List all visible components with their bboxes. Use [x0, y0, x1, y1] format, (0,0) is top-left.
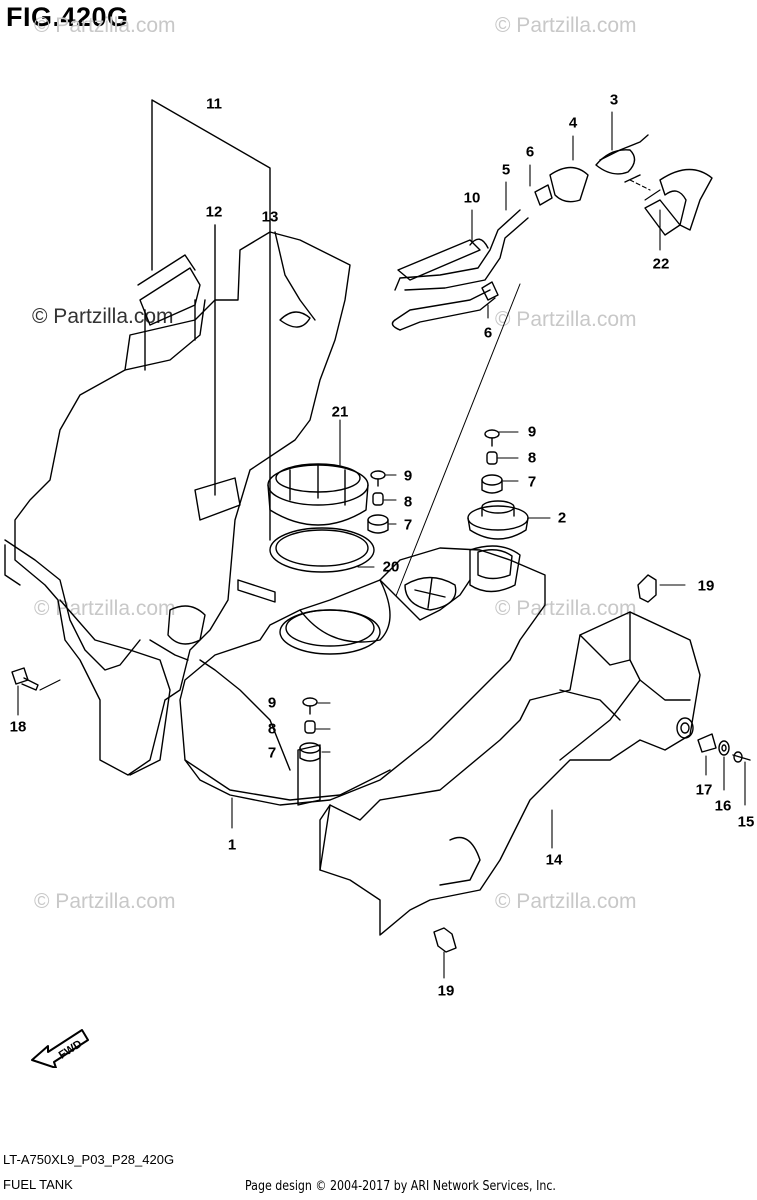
callout-8-lower: 8 — [267, 720, 277, 738]
callout-6-upper: 6 — [525, 143, 535, 161]
forward-arrow-icon: FWD — [31, 1029, 89, 1068]
gasket-ring — [269, 527, 375, 573]
watermark: © Partzilla.com — [495, 14, 637, 37]
callout-1: 1 — [227, 836, 237, 854]
page-credit: Page design © 2004-2017 by ARI Network S… — [245, 1179, 556, 1194]
grommet-stack-middle — [367, 470, 389, 534]
callout-15: 15 — [737, 813, 755, 831]
callout-17: 17 — [695, 781, 713, 799]
callout-7-right: 7 — [527, 473, 537, 491]
section-name: FUEL TANK — [3, 1177, 73, 1192]
callout-7-middle: 7 — [403, 516, 413, 534]
lock-ring — [267, 463, 369, 526]
callout-14: 14 — [545, 851, 563, 869]
watermark: © Partzilla.com — [495, 890, 637, 913]
watermark: © Partzilla.com — [34, 14, 176, 37]
callout-3: 3 — [609, 91, 619, 109]
callout-4: 4 — [568, 114, 578, 132]
callout-10: 10 — [463, 189, 481, 207]
callout-2: 2 — [557, 509, 567, 527]
callout-12: 12 — [205, 203, 223, 221]
callout-13: 13 — [261, 208, 279, 226]
fasteners — [11, 574, 751, 953]
fuel-tank — [179, 545, 546, 806]
fuel-cap — [467, 500, 529, 540]
leader-lines — [17, 111, 746, 979]
callout-5: 5 — [501, 161, 511, 179]
callout-9-middle: 9 — [403, 467, 413, 485]
callout-8-middle: 8 — [403, 493, 413, 511]
figure-title: FIG.420G — [6, 2, 129, 32]
callout-19-lower: 19 — [437, 982, 455, 1000]
leader-bracket-11-13 — [151, 99, 271, 541]
vent-hose-assembly — [391, 134, 713, 331]
callout-8-right: 8 — [527, 449, 537, 467]
callout-7-lower: 7 — [267, 744, 277, 762]
model-code: LT-A750XL9_P03_P28_420G — [3, 1152, 175, 1167]
callout-18: 18 — [9, 718, 27, 736]
callout-20: 20 — [382, 558, 400, 576]
left-side-cover — [4, 231, 351, 776]
watermark: © Partzilla.com — [34, 890, 176, 913]
watermark: © Partzilla.com — [495, 308, 637, 331]
callout-16: 16 — [714, 797, 732, 815]
callout-9-lower: 9 — [267, 694, 277, 712]
grommet-stack-lower — [299, 697, 321, 762]
callout-19-right: 19 — [697, 577, 715, 595]
right-side-cover — [319, 611, 701, 936]
watermark: © Partzilla.com — [32, 305, 174, 328]
grommet-stack-upper-right — [481, 429, 503, 494]
callout-22: 22 — [652, 255, 670, 273]
watermark: © Partzilla.com — [495, 597, 637, 620]
callout-11: 11 — [206, 95, 222, 113]
callout-9-right: 9 — [527, 423, 537, 441]
callout-6-lower: 6 — [483, 324, 493, 342]
watermark: © Partzilla.com — [34, 597, 176, 620]
callout-21: 21 — [331, 403, 349, 421]
